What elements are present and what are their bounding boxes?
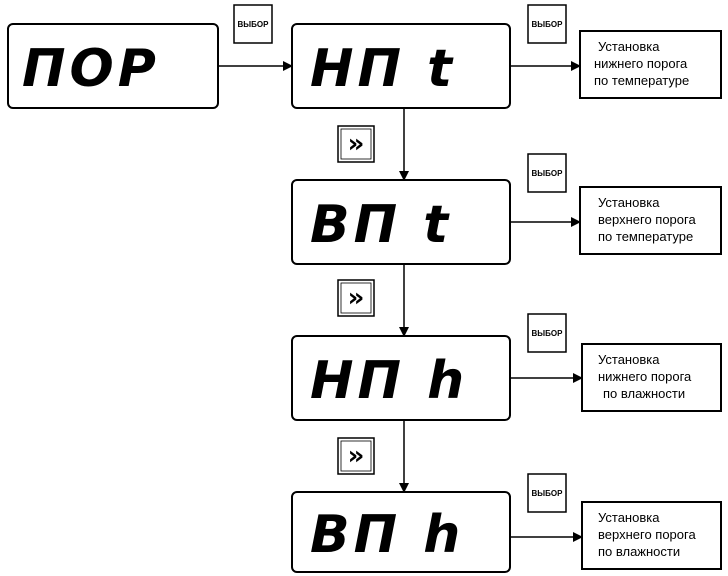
select-button-2-label: ВЫБОР xyxy=(532,20,564,29)
select-button-5-label: ВЫБОР xyxy=(532,489,564,498)
desc-high-hum-line-1: Установка xyxy=(598,510,660,525)
next-button-3[interactable]: » xyxy=(337,437,375,475)
display-high-temp: ВП t xyxy=(291,179,511,265)
select-button-2[interactable]: ВЫБОР xyxy=(527,4,567,44)
select-button-5[interactable]: ВЫБОР xyxy=(527,473,567,513)
next-button-2[interactable]: » xyxy=(337,279,375,317)
desc-box-low-hum: Установка нижнего порога по влажности xyxy=(581,343,722,412)
display-main-text: ПОР xyxy=(22,39,160,99)
select-button-4-label: ВЫБОР xyxy=(532,329,564,338)
desc-low-temp-line-2: нижнего порога xyxy=(594,56,688,71)
desc-low-hum-line-3: по влажности xyxy=(603,386,685,401)
select-button-1[interactable]: ВЫБОР xyxy=(233,4,273,44)
desc-high-temp-line-2: верхнего порога xyxy=(598,212,696,227)
select-button-1-label: ВЫБОР xyxy=(238,20,270,29)
display-main: ПОР xyxy=(7,23,219,109)
desc-low-hum-line-2: нижнего порога xyxy=(598,369,692,384)
next-button-1-symbol: » xyxy=(348,129,365,159)
display-high-hum: ВП h xyxy=(291,491,511,573)
display-low-temp-text: НП t xyxy=(310,39,456,99)
desc-high-temp-line-1: Установка xyxy=(598,195,660,210)
desc-box-low-temp: Установка нижнего порога по температуре xyxy=(579,30,722,99)
desc-high-hum-line-3: по влажности xyxy=(598,544,680,559)
desc-low-temp-line-3: по температуре xyxy=(594,73,689,88)
next-button-3-symbol: » xyxy=(348,441,365,471)
desc-box-high-temp: Установка верхнего порога по температуре xyxy=(579,186,722,255)
desc-high-temp-line-3: по температуре xyxy=(598,229,693,244)
next-button-2-symbol: » xyxy=(348,283,365,313)
arrows xyxy=(218,61,583,542)
select-button-3-label: ВЫБОР xyxy=(532,169,564,178)
select-button-4[interactable]: ВЫБОР xyxy=(527,313,567,353)
select-button-3[interactable]: ВЫБОР xyxy=(527,153,567,193)
desc-high-hum-line-2: верхнего порога xyxy=(598,527,696,542)
display-high-temp-text: ВП t xyxy=(310,195,452,255)
next-button-1[interactable]: » xyxy=(337,125,375,163)
display-high-hum-text: ВП h xyxy=(310,505,464,565)
desc-low-hum-line-1: Установка xyxy=(598,352,660,367)
desc-box-high-hum: Установка верхнего порога по влажности xyxy=(581,501,722,570)
desc-low-temp-line-1: Установка xyxy=(598,39,660,54)
display-low-temp: НП t xyxy=(291,23,511,109)
display-low-hum-text: НП h xyxy=(310,351,468,411)
display-low-hum: НП h xyxy=(291,335,511,421)
